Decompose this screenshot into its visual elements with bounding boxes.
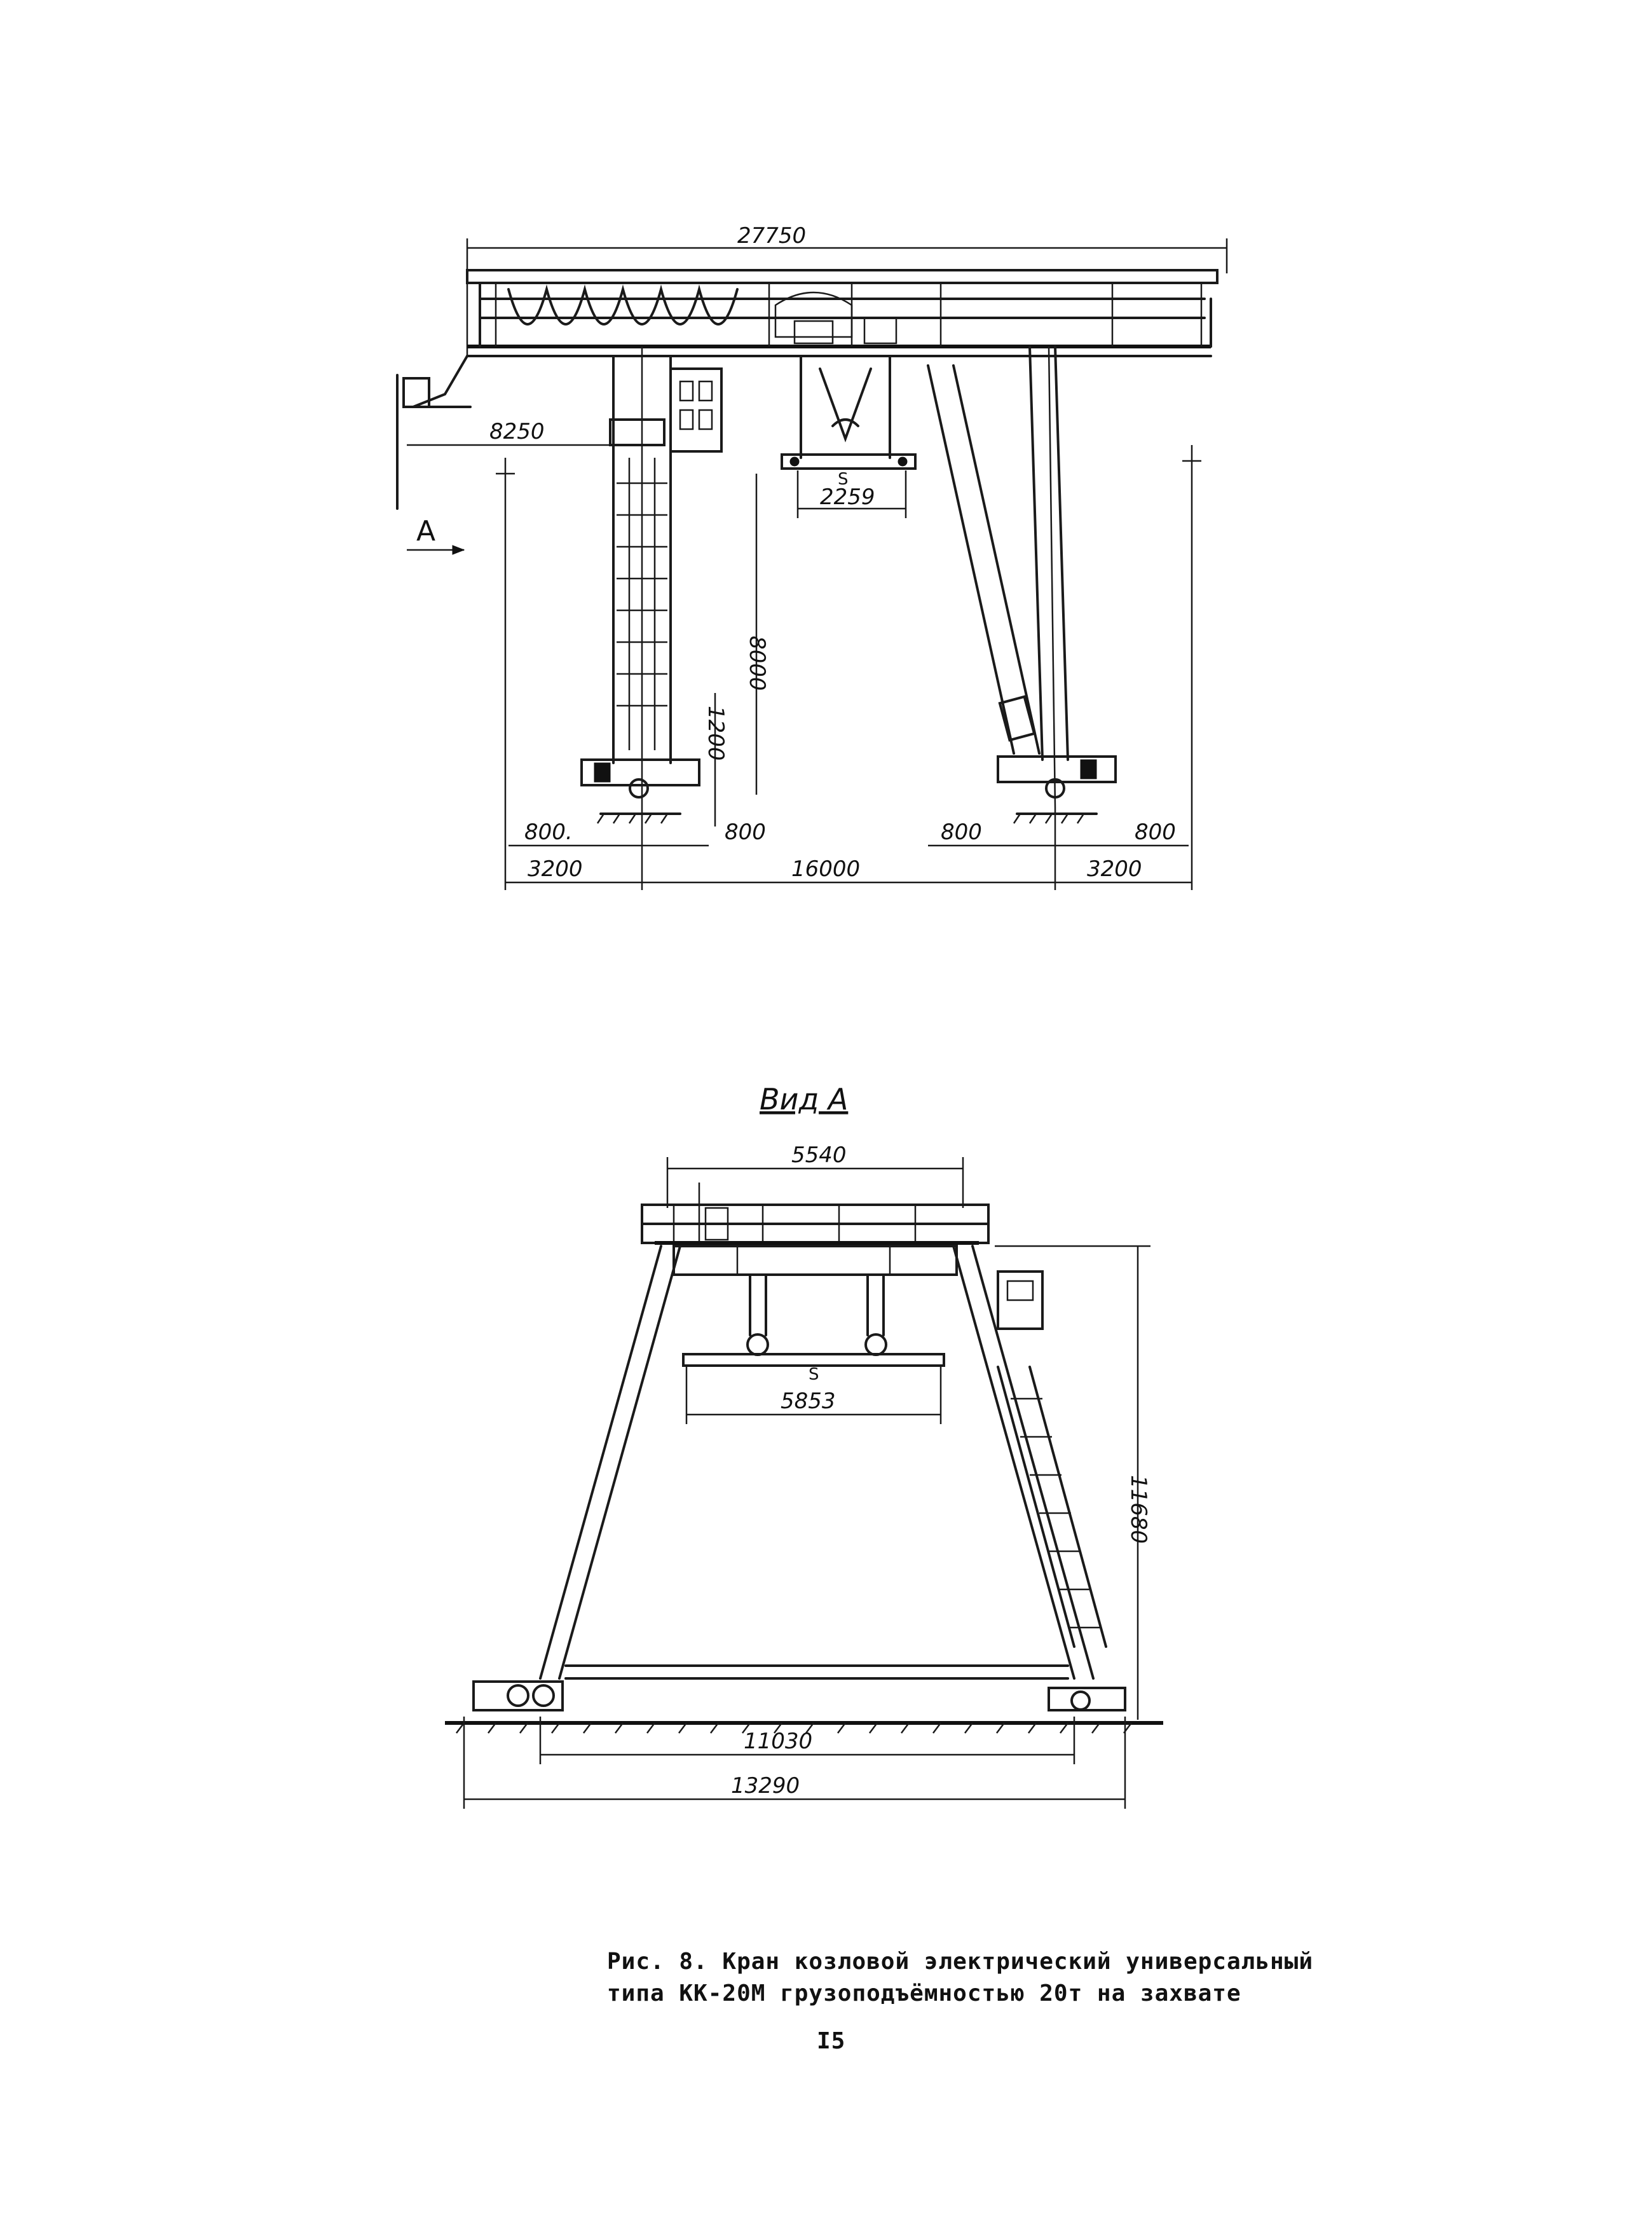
dim-span: 3200 16000 3200	[505, 807, 1192, 890]
gantry-girder	[466, 269, 1219, 357]
dim-800-right-a: 800	[941, 819, 982, 845]
end-spreader: S	[682, 1273, 945, 1384]
dim-2259-label: 2259	[820, 484, 875, 510]
trolley-spreader: S	[781, 355, 917, 489]
cantilever-end	[396, 355, 472, 510]
end-ladder-cab	[997, 1270, 1107, 1648]
dim-bogies: 800. 800 800 800	[509, 819, 1189, 847]
dim-8000-label: 8000	[744, 636, 770, 691]
end-bogies	[445, 1680, 1163, 1734]
dim-800-left-b: 800	[725, 819, 766, 845]
load-mark-s: S	[838, 470, 849, 489]
dim-rail-gauge: 11030	[539, 1717, 1075, 1764]
end-load-mark-s: S	[809, 1365, 819, 1384]
dim-27750-label: 27750	[737, 223, 806, 249]
dim-cantilever: 8250	[407, 419, 610, 446]
left-leg	[609, 346, 723, 807]
dim-8250-label: 8250	[489, 419, 545, 444]
end-view-title: Вид А	[760, 1082, 848, 1116]
caption-line-1: Рис. 8. Кран козловой электрический унив…	[607, 1949, 1314, 1975]
dim-end-spreader: 5853	[685, 1367, 942, 1424]
dim-overall-length: 27750	[466, 223, 1228, 356]
right-bogie	[997, 755, 1117, 824]
operator-cab	[669, 367, 723, 453]
dim-5853-label: 5853	[781, 1389, 836, 1414]
dim-lift-height: 8000	[744, 474, 770, 795]
end-view: Вид А 5540	[445, 1082, 1163, 1809]
axis-marks	[496, 445, 1201, 890]
dim-overall-width: 13290	[463, 1717, 1126, 1809]
dim-13290-label: 13290	[731, 1773, 800, 1799]
left-bogie	[580, 758, 700, 824]
dim-800-left-a: 800.	[524, 819, 573, 845]
right-legs	[927, 345, 1069, 808]
dim-5540-label: 5540	[791, 1142, 847, 1168]
end-legs	[539, 1245, 1095, 1680]
section-arrow-a: A	[407, 515, 465, 555]
dim-leg-offset: 1200	[703, 693, 728, 826]
end-deck	[641, 1183, 990, 1276]
dim-16000: 16000	[791, 856, 860, 882]
dim-800-right-b: 800	[1135, 819, 1176, 845]
dim-3200-right: 3200	[1087, 856, 1142, 882]
side-view: 27750	[396, 223, 1228, 890]
dim-11680-label: 11680	[1126, 1475, 1151, 1544]
page-number: I5	[817, 2028, 846, 2054]
dim-3200-left: 3200	[528, 856, 583, 882]
dim-top-width: 5540	[666, 1142, 964, 1208]
dim-spreader: 2259	[796, 470, 907, 518]
dim-11030-label: 11030	[744, 1729, 812, 1754]
dim-1200-label: 1200	[703, 706, 728, 761]
section-mark-label: A	[416, 515, 435, 547]
caption-line-2: типа КК-20М грузоподъёмностью 20т на зах…	[607, 1980, 1241, 2006]
dim-end-height: 11680	[995, 1245, 1151, 1720]
